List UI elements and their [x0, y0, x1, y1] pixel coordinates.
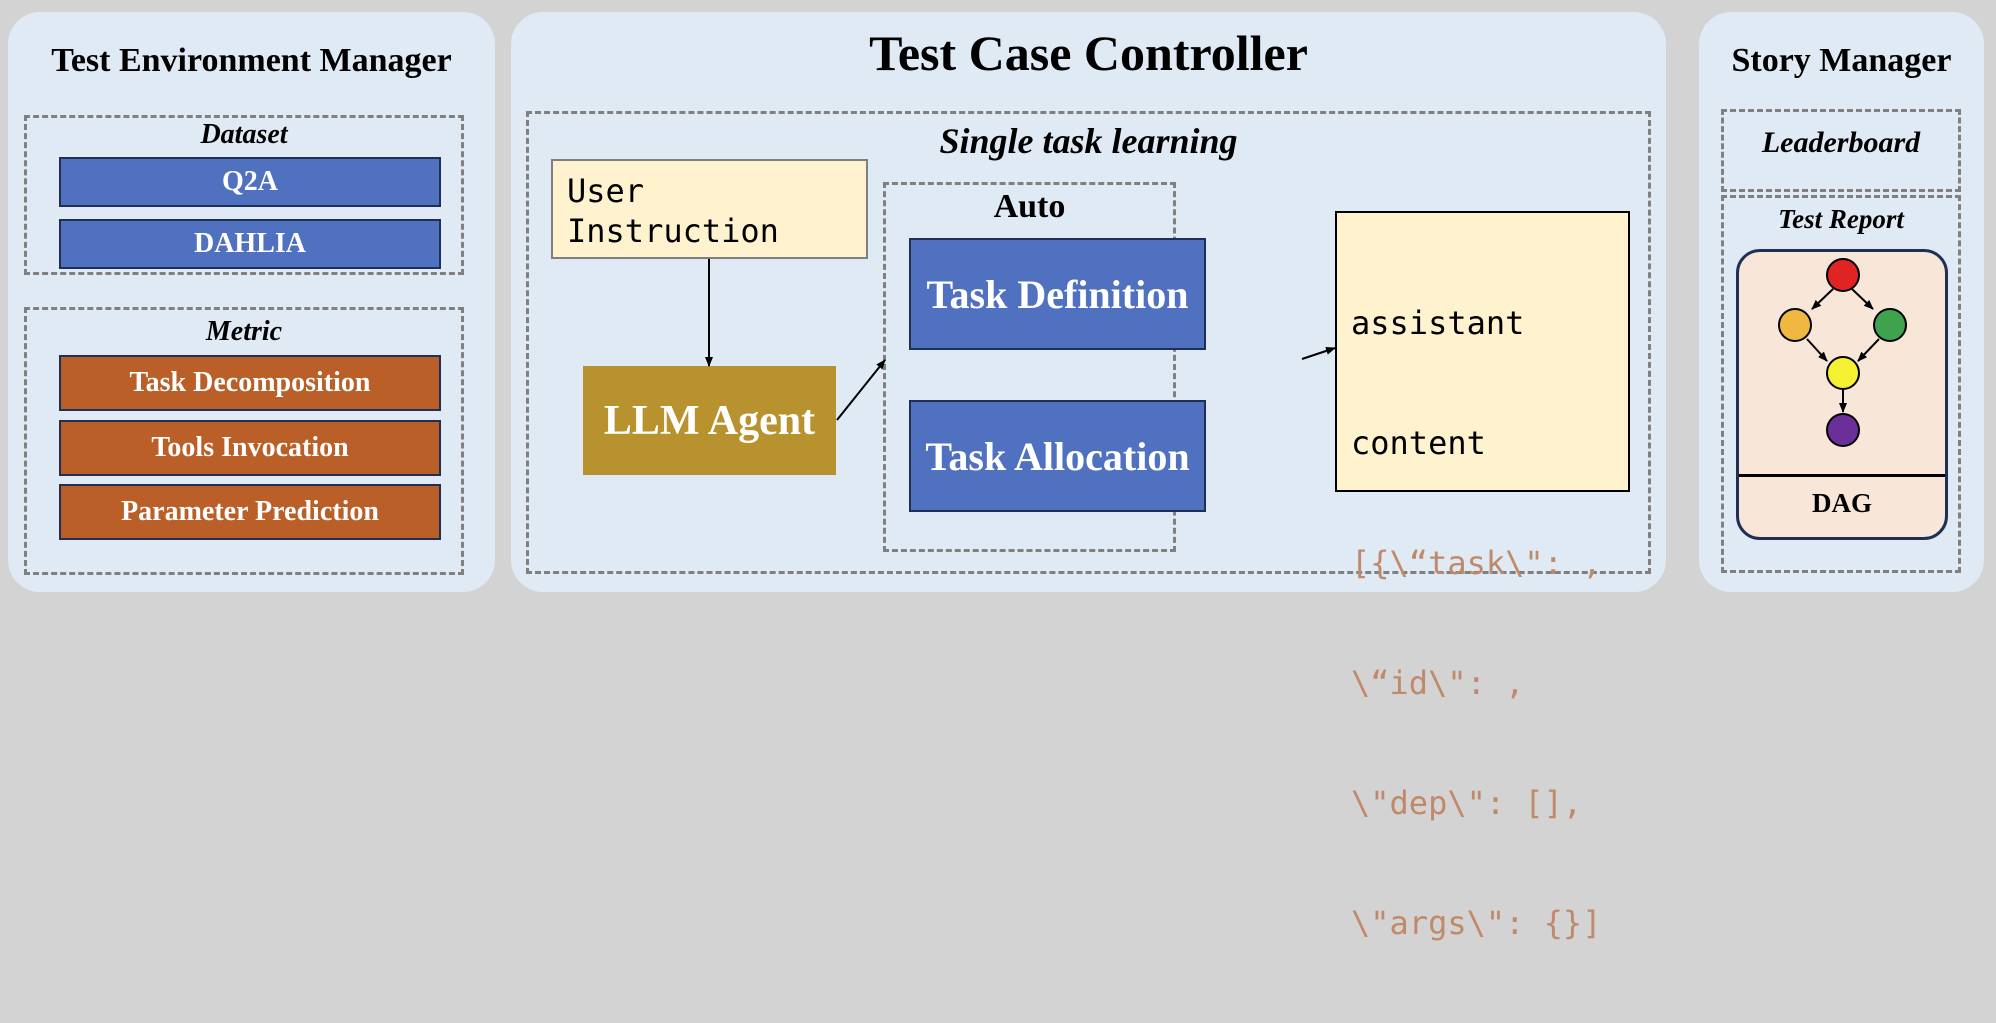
dataset-label: Dataset: [200, 119, 288, 150]
output-header-line: assistant: [1351, 304, 1525, 342]
panel-title: Test Environment Manager: [51, 42, 452, 79]
dataset-item-q2a: Q2A: [59, 157, 441, 207]
dag-node-green: [1873, 308, 1907, 342]
dag-graph: [1778, 258, 1907, 447]
output-code-line: \"dep\": [],: [1351, 784, 1583, 822]
user-instruction-box: User Instruction: [551, 159, 868, 259]
auto-to-output-arrow: [1301, 347, 1336, 360]
leaderboard-label: Leaderboard: [1761, 126, 1921, 159]
output-header-line: content: [1351, 424, 1486, 462]
test-report-group: [1721, 195, 1961, 573]
metric-label: Metric: [205, 316, 283, 347]
story-manager-panel: Story Manager Leaderboard Test Report DA…: [1699, 12, 1984, 592]
output-code-line: \"args\": {}]: [1351, 904, 1602, 942]
dag-edge: [1806, 338, 1828, 362]
dag-label: DAG: [1812, 488, 1872, 518]
dag-edge: [1857, 338, 1880, 362]
panel-title: Test Case Controller: [869, 25, 1308, 81]
metric-item-task-decomposition: Task Decomposition: [59, 355, 441, 411]
output-code-line: [{\“task\": ,: [1351, 544, 1602, 582]
panel-title: Story Manager: [1731, 42, 1952, 79]
output-code-line: \“id\": ,: [1351, 664, 1525, 702]
user-instruction-line: User: [567, 172, 645, 210]
llm-agent-box: LLM Agent: [583, 366, 836, 475]
metric-item-parameter-prediction: Parameter Prediction: [59, 484, 441, 540]
dataset-item-dahlia: DAHLIA: [59, 219, 441, 269]
agent-to-auto-arrow: [836, 359, 886, 421]
task-allocation-box: Task Allocation: [909, 400, 1206, 512]
test-environment-manager-panel: Test Environment Manager Dataset Q2A DAH…: [8, 12, 495, 592]
test-report-label: Test Report: [1778, 204, 1904, 234]
task-definition-box: Task Definition: [909, 238, 1206, 350]
dag-node-purple: [1826, 413, 1860, 447]
dataset-group: [24, 115, 464, 275]
dag-node-red: [1826, 258, 1860, 292]
dag-divider: [1739, 474, 1945, 477]
dag-edge: [1811, 288, 1834, 310]
auto-label: Auto: [993, 188, 1066, 225]
user-instruction-line: Instruction: [567, 212, 779, 250]
metric-item-tools-invocation: Tools Invocation: [59, 420, 441, 476]
dag-node-yellow: [1826, 356, 1860, 390]
single-task-learning-label: Single task learning: [939, 121, 1238, 161]
dag-node-orange: [1778, 308, 1812, 342]
dag-edge: [1851, 288, 1874, 310]
metric-group: [24, 307, 464, 575]
connectors-layer: [705, 258, 1907, 447]
single-task-learning-group: [526, 111, 1651, 574]
leaderboard-group: [1721, 109, 1961, 192]
